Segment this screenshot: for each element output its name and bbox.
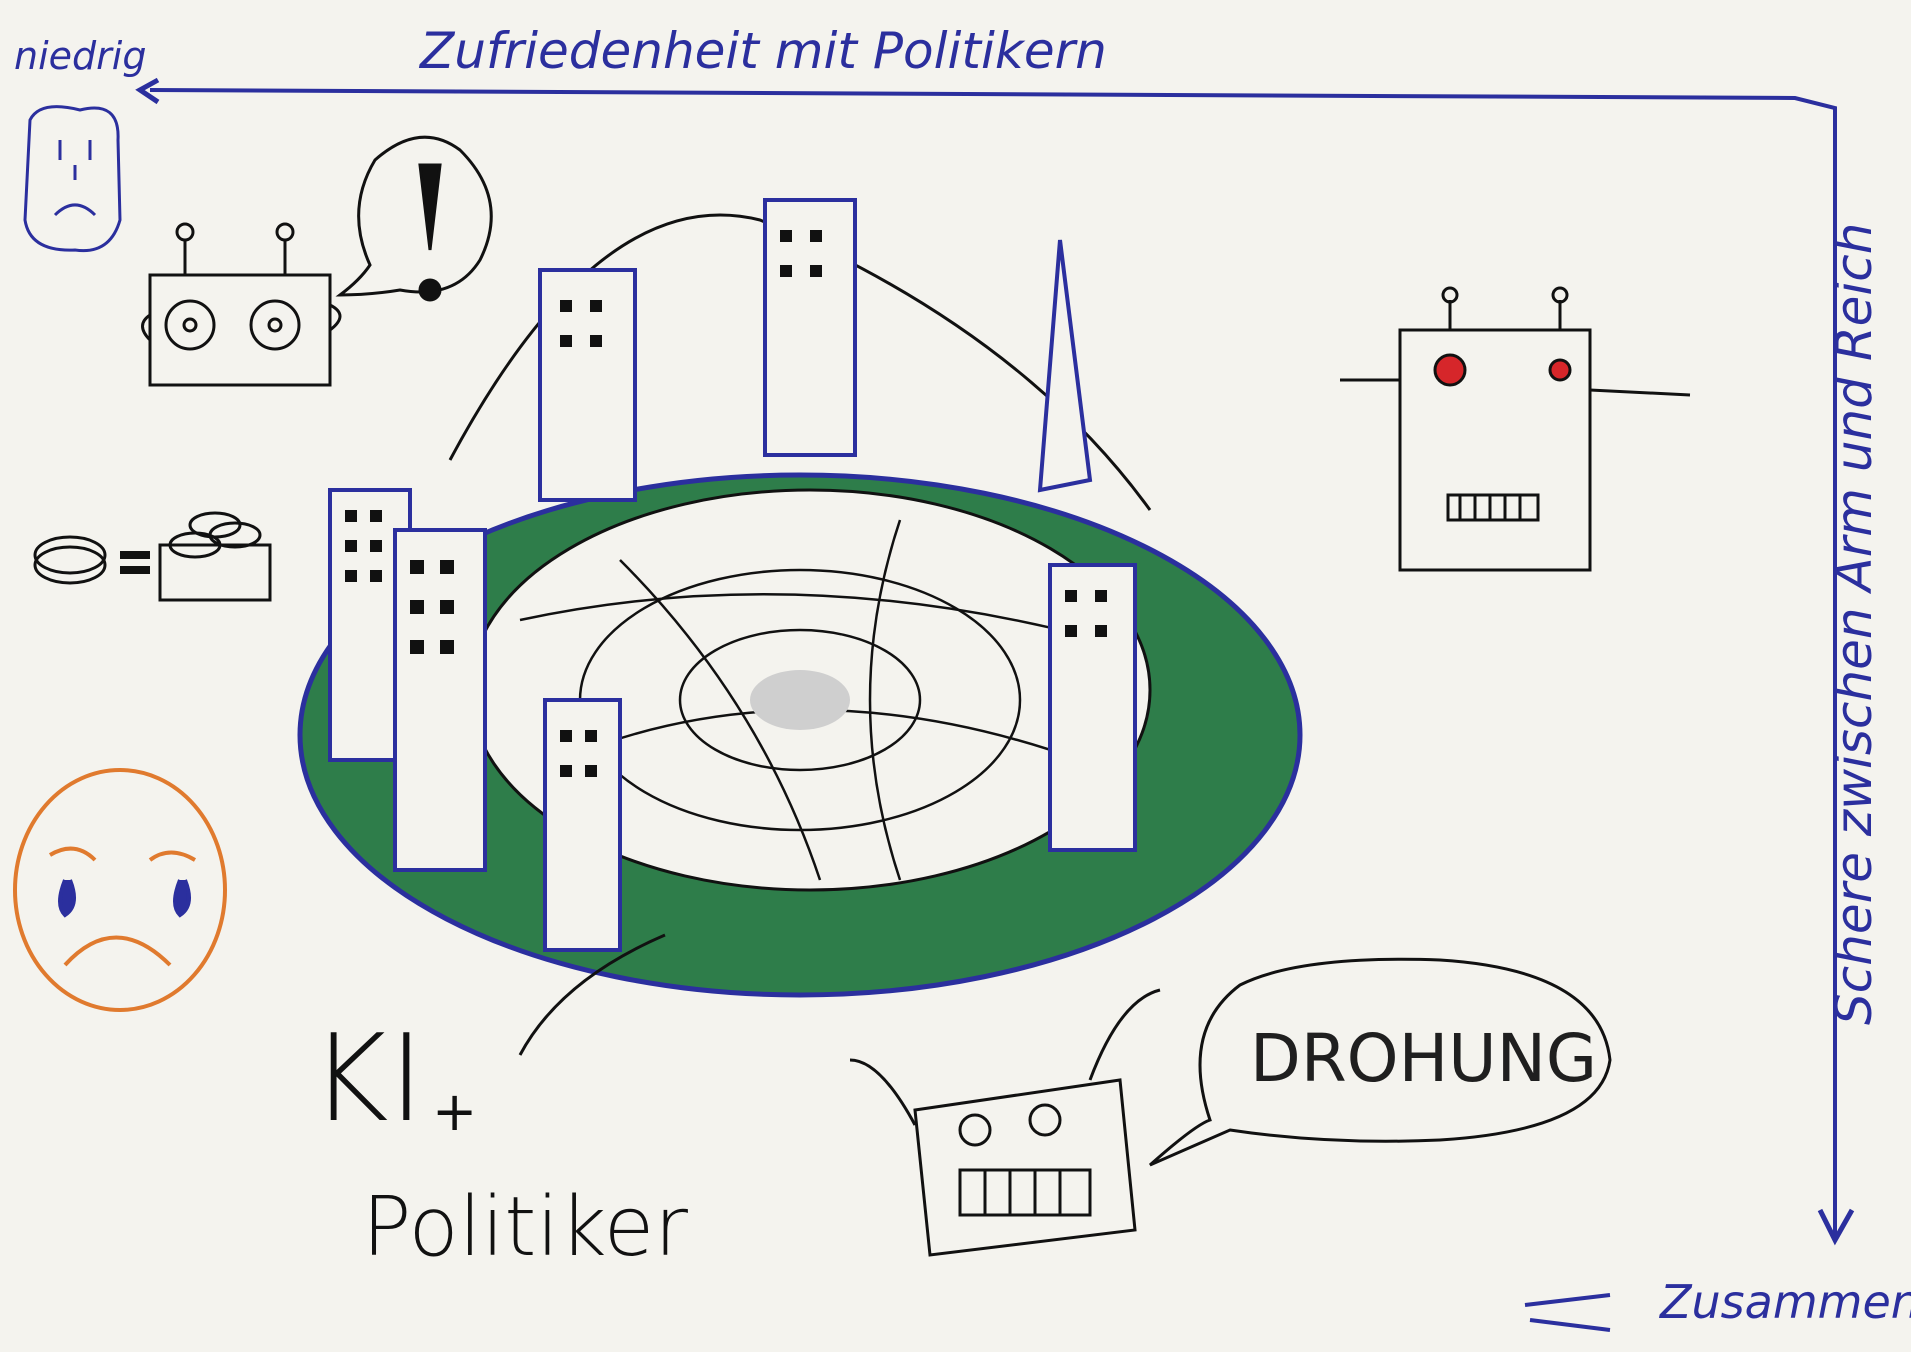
pointer-line xyxy=(518,933,666,1056)
city-icon xyxy=(297,198,1303,998)
crying-face-icon xyxy=(13,768,227,1012)
sad-face-icon xyxy=(23,105,122,253)
coin-icon xyxy=(33,511,272,602)
politiker-label: Politiker xyxy=(362,1180,688,1275)
axis-arrows xyxy=(135,77,1855,1246)
scissors-icon xyxy=(1524,1293,1611,1332)
zusammen-label: Zusammen xyxy=(1660,1275,1911,1329)
threat-label: DROHUNG xyxy=(1250,1020,1598,1097)
axis-top-label: Zufriedenheit mit Politikern xyxy=(420,22,1107,80)
robot-icon xyxy=(849,988,1161,1257)
ki-label: KI xyxy=(310,1010,425,1149)
axis-low-label: niedrig xyxy=(14,34,147,78)
threat-speech-bubble xyxy=(1149,957,1612,1167)
exclamation-bubble-icon xyxy=(335,135,493,302)
robot-icon xyxy=(141,222,342,387)
plus-label: + xyxy=(432,1080,478,1143)
axis-right-label: Schere zwischen Arm und Reich xyxy=(1825,222,1883,1025)
robot-icon xyxy=(1340,286,1691,572)
